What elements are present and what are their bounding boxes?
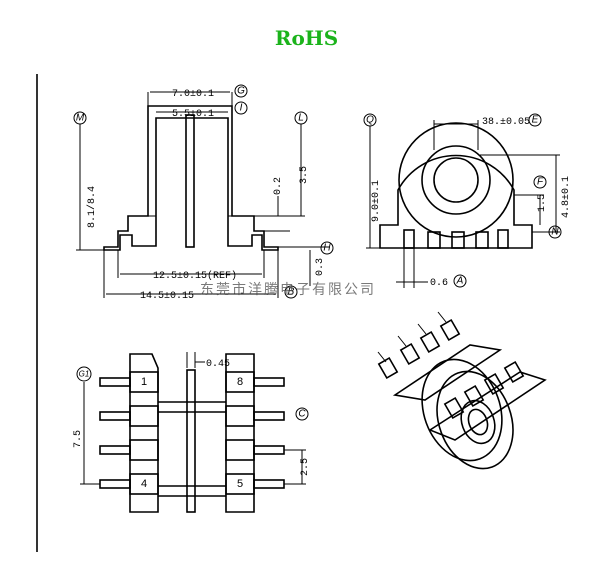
pin-lead — [253, 411, 285, 421]
iso-flange-front — [436, 370, 514, 470]
dim-foot: 0.3 — [315, 258, 326, 276]
side-pin — [451, 231, 465, 249]
iso-lead — [397, 335, 407, 347]
pin-number-5: 5 — [237, 478, 243, 490]
pin-number-4: 4 — [141, 478, 147, 490]
side-view: 38.±0.05 E Q 9.0±0.1 4.8±0.1 F 1.5 N 0.6… — [363, 113, 572, 289]
pin-pad — [225, 439, 255, 461]
iso-lead — [377, 351, 387, 363]
top-center-slot — [186, 369, 196, 513]
datum-a-circle — [453, 274, 467, 288]
pin-pad — [129, 439, 159, 461]
dim-inner-width: 5.5±0.1 — [172, 109, 214, 120]
pin-lead — [99, 377, 131, 387]
dim-height: 8.1/8.4 — [86, 186, 98, 228]
datum-m: M — [76, 113, 85, 124]
pin-pad — [129, 405, 159, 427]
iso-pin — [399, 342, 421, 366]
dim-step: 0.2 — [273, 177, 284, 195]
pin-lead — [253, 445, 285, 455]
datum-c-circle — [295, 407, 309, 421]
side-bore-outer — [421, 145, 491, 215]
pin-lead — [99, 411, 131, 421]
iso-bore-inner — [467, 408, 489, 436]
top-view: 1 8 4 5 0.45 G1 7.5 C 2.5 — [73, 352, 311, 513]
dim-total-width: 14.5±0.15 — [140, 291, 194, 302]
datum-h: H — [323, 243, 331, 254]
dim-pitch: 2.5 — [300, 458, 311, 476]
pin-pad — [225, 405, 255, 427]
front-center-rib — [185, 114, 195, 248]
watermark-text: 东莞市洋腾电子有限公司 — [200, 281, 376, 298]
front-view: 7.0±0.1 G 5.5±0.1 I M 8.1/8.4 L 3.5 0.2 … — [73, 84, 334, 302]
dim-bore: 38.±0.05 — [482, 117, 530, 128]
datum-l: L — [298, 113, 304, 124]
iso-pin — [443, 396, 465, 420]
iso-pins — [377, 318, 525, 420]
datum-f: F — [537, 177, 544, 188]
iso-base-left — [392, 344, 503, 401]
dim-side-height: 9.0±0.1 — [371, 180, 382, 222]
pin-pad — [129, 371, 159, 393]
isometric-view — [377, 311, 547, 470]
dim-pitch-total: 7.5 — [73, 430, 84, 448]
pin-pad — [225, 473, 255, 495]
side-pin — [497, 229, 509, 249]
datum-g1-circle — [76, 366, 92, 382]
pin-lead — [99, 445, 131, 455]
datum-i: I — [240, 103, 243, 114]
iso-flange-back — [421, 358, 503, 462]
dim-pin-height: 4.8±0.1 — [561, 176, 572, 218]
datum-a: A — [456, 276, 464, 287]
datum-f-circle — [533, 175, 547, 189]
side-pin — [403, 229, 415, 249]
datum-n: N — [551, 227, 559, 238]
dim-pin-offset: 1.5 — [537, 194, 548, 212]
datum-e-circle — [528, 113, 542, 127]
front-body-outline — [103, 105, 279, 251]
iso-base-right — [428, 371, 547, 441]
datum-e: E — [532, 115, 539, 126]
iso-lead — [437, 311, 447, 323]
datum-g: G — [237, 86, 245, 97]
datum-q: Q — [366, 115, 374, 126]
dim-top-width: 7.0±0.1 — [172, 89, 214, 100]
iso-pin — [463, 384, 485, 408]
pin-lead — [99, 479, 131, 489]
iso-pin — [439, 318, 461, 342]
side-pin — [475, 231, 489, 249]
side-bore-inner — [433, 157, 479, 203]
side-flange-outer — [398, 122, 514, 238]
iso-pin — [419, 330, 441, 354]
dim-flange: 3.5 — [299, 166, 310, 184]
datum-b-circle — [284, 285, 298, 299]
datum-c: C — [298, 409, 306, 420]
pin-pad — [129, 473, 159, 495]
side-body-outline — [379, 154, 533, 249]
datum-i-circle — [234, 101, 248, 115]
datum-n-circle — [548, 225, 562, 239]
rohs-badge: RoHS — [274, 26, 339, 50]
iso-pin — [503, 360, 525, 384]
datum-g-circle — [234, 84, 248, 98]
pin-number-1: 1 — [141, 376, 147, 388]
iso-pin — [377, 356, 399, 380]
top-pins-left — [99, 371, 159, 495]
top-pins-right — [225, 371, 285, 495]
datum-b: B — [288, 287, 295, 298]
pin-lead — [253, 377, 285, 387]
dim-span-ref: 12.5±0.15(REF) — [153, 270, 237, 282]
pin-lead — [253, 479, 285, 489]
iso-pin — [483, 372, 505, 396]
dim-pin-width: 0.6 — [430, 278, 448, 289]
datum-g1: G1 — [79, 370, 90, 379]
dim-slot: 0.45 — [206, 359, 230, 370]
datum-h-circle — [320, 241, 334, 255]
side-pin — [427, 231, 441, 249]
iso-lead — [417, 323, 427, 335]
pin-pad — [225, 371, 255, 393]
pin-number-8: 8 — [237, 376, 243, 388]
